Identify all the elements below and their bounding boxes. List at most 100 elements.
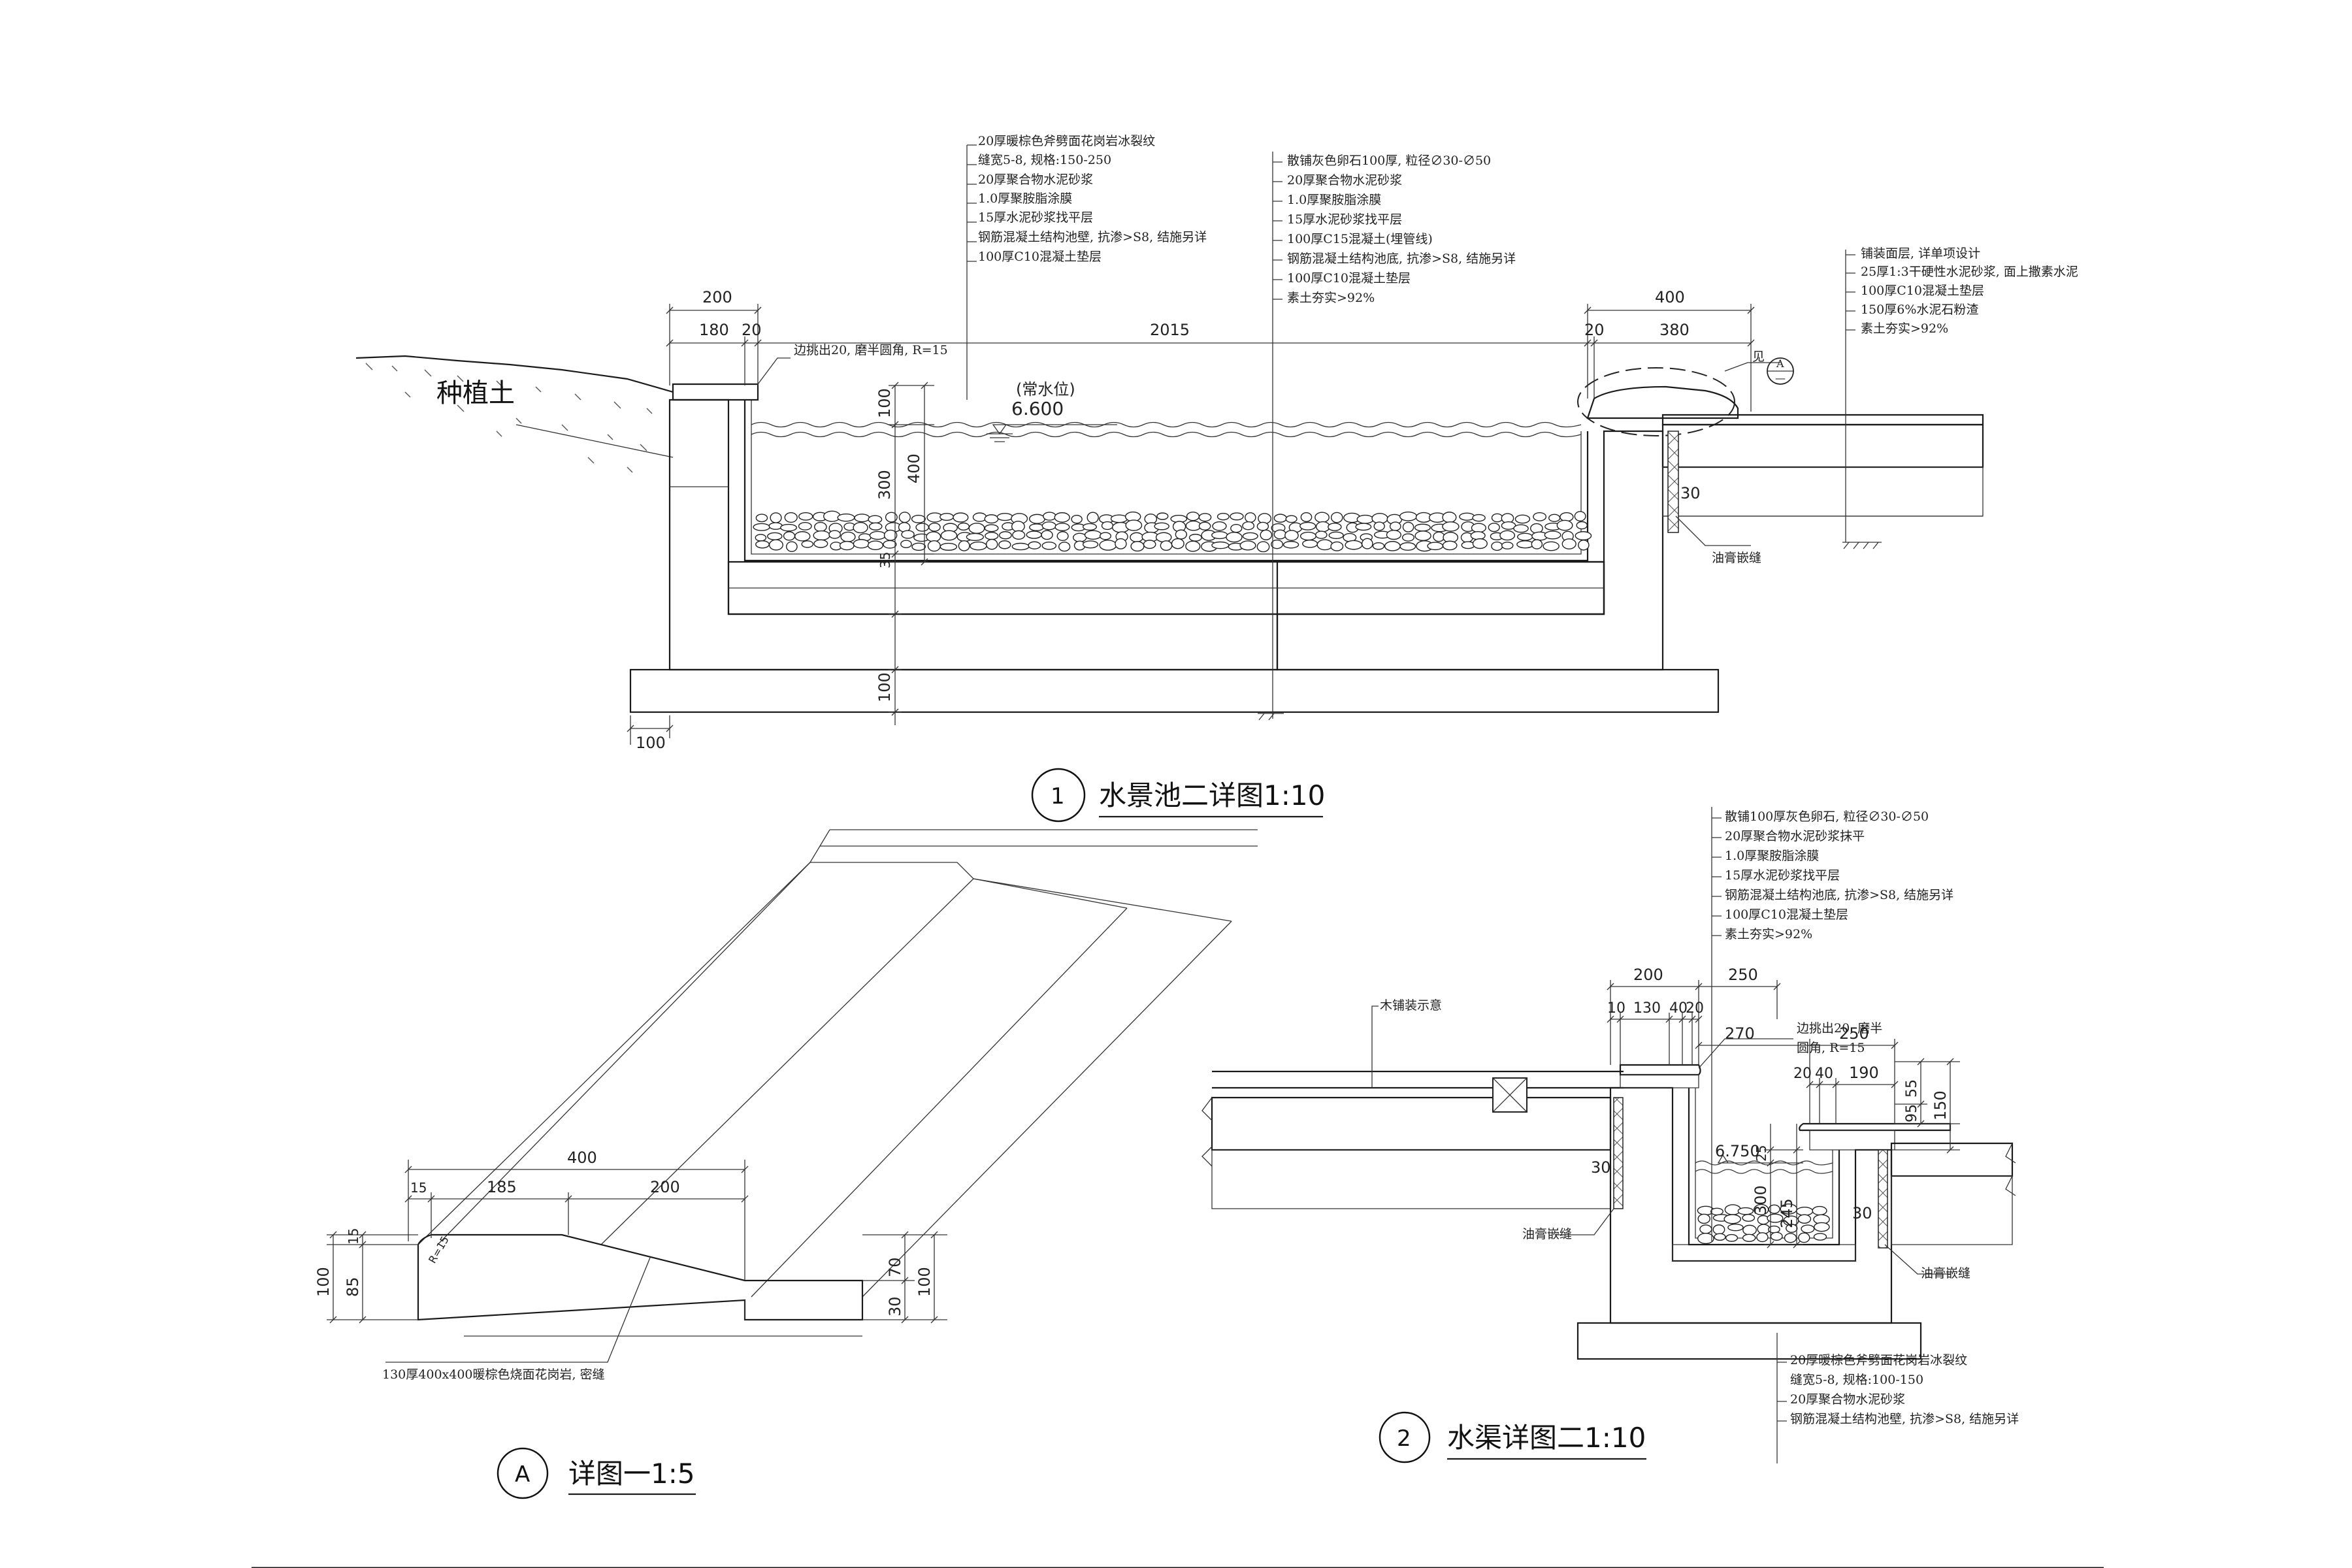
pool-base-slab (629, 668, 1720, 713)
pebble (1574, 511, 1586, 522)
dim-d2-v150: 150 (1931, 1090, 1950, 1120)
pebble (1414, 523, 1431, 532)
pebble (1710, 1207, 1723, 1216)
pebble (1041, 542, 1057, 550)
pebble (1028, 514, 1045, 524)
pebble (1402, 521, 1414, 532)
note-d2-bottom-4: 钢筋混凝土结构池壁, 抗渗>S8, 结施另详 (1790, 1412, 2019, 1426)
pebble (869, 531, 887, 540)
dim-180: 180 (699, 321, 729, 339)
note-d2-bottom-1: 20厚暖棕色斧劈面花岗岩冰裂纹 (1790, 1353, 1967, 1367)
pebble (1516, 540, 1534, 549)
detail-a-callout-ellipse (1577, 367, 1735, 436)
note-left-2: 缝宽5-8, 规格:150-250 (978, 153, 1111, 167)
pebble (998, 540, 1011, 549)
dim-380: 380 (1659, 321, 1690, 339)
pebble (1768, 1204, 1780, 1214)
note-d2-top-5: 钢筋混凝土结构池底, 抗渗>S8, 结施另详 (1725, 888, 1953, 902)
pebble (1315, 512, 1330, 523)
pebble (1217, 512, 1230, 521)
pebble (939, 542, 958, 551)
pebble (853, 522, 868, 534)
detail-1-section: 种植土 (常水 (355, 134, 2078, 823)
pebble (1372, 542, 1385, 550)
pebble (837, 513, 855, 522)
pebble (1211, 541, 1230, 549)
note-mid-6: 钢筋混凝土结构池底, 抗渗>S8, 结施另详 (1287, 252, 1516, 266)
note-mid-3: 1.0厚聚胺脂涂膜 (1287, 193, 1381, 207)
pebble (996, 513, 1013, 521)
edge-note-d2-1: 边挑出20, 磨半 (1797, 1021, 1882, 1036)
pebble (1073, 532, 1087, 542)
pebble (1185, 540, 1201, 552)
detail-2-title: 水渠详图二1:10 (1447, 1422, 1646, 1454)
pebble (1160, 540, 1173, 551)
pebble (1328, 523, 1342, 531)
pebble (985, 538, 998, 550)
pebble (755, 534, 767, 542)
detail-a-note: 130厚400x400暖棕色烧面花岗岩, 密缝 (382, 1367, 605, 1382)
pebble (1414, 531, 1431, 542)
pebble (968, 523, 985, 534)
edge-note-d2-2: 圆角, R=15 (1797, 1041, 1865, 1055)
pebble (867, 540, 884, 551)
dim-400: 400 (1655, 288, 1685, 306)
pebble (1185, 520, 1201, 531)
channel-left-coping (1619, 1064, 1701, 1076)
right-coping-stone (1586, 385, 1739, 419)
pebble (1273, 514, 1287, 523)
pebble (1143, 540, 1156, 549)
pebble (1242, 521, 1255, 531)
pebble (984, 514, 999, 524)
see-label: 见 (1752, 350, 1765, 364)
pebble (898, 512, 911, 523)
pebble (1239, 540, 1256, 551)
pebble (1514, 514, 1531, 524)
pebble (1556, 519, 1573, 531)
note-left-6: 钢筋混凝土结构池壁, 抗渗>S8, 结施另详 (978, 230, 1207, 244)
pebble (1299, 531, 1316, 541)
planting-soil (355, 355, 674, 473)
pebble (998, 531, 1012, 540)
pebble (1361, 538, 1373, 549)
note-d2-top-3: 1.0厚聚胺脂涂膜 (1725, 849, 1819, 863)
pebble (1054, 512, 1070, 523)
note-left-7: 100厚C10混凝土垫层 (978, 250, 1102, 264)
dim-a-200: 200 (650, 1178, 680, 1196)
pebble (1256, 541, 1270, 553)
detail-2-symbol-circle (1379, 1411, 1431, 1463)
note-left-4: 1.0厚聚胺脂涂膜 (978, 191, 1072, 206)
pebble (883, 540, 897, 549)
ground-symbol (1258, 542, 1882, 721)
pebble (1212, 521, 1227, 531)
pebble (984, 524, 999, 532)
pebble (1328, 531, 1344, 540)
pebble (1578, 540, 1590, 551)
dim-d2-250: 250 (1728, 966, 1758, 984)
oil-joint-d2-left: 油膏嵌缝 (1522, 1226, 1572, 1241)
dim-d2-10: 10 (1607, 1000, 1625, 1017)
pebble (1300, 512, 1313, 523)
pebble (1099, 540, 1117, 551)
pebble (1245, 512, 1256, 523)
pebble (1130, 541, 1145, 552)
dim-d2-250b: 250 (1839, 1024, 1869, 1043)
dim-a-v30: 30 (886, 1296, 904, 1316)
pebble (767, 532, 783, 540)
pebble (1384, 541, 1401, 551)
pebble (1084, 530, 1102, 540)
pebble (1198, 521, 1211, 531)
pebble (1742, 1233, 1756, 1242)
pebble (1714, 1233, 1726, 1241)
pool-bottom-hatch (1276, 561, 1605, 615)
pebble (1737, 1207, 1754, 1215)
pebble (1471, 523, 1486, 533)
oil-joint-d1: 油膏嵌缝 (1712, 550, 1761, 565)
pebble (1011, 542, 1030, 551)
note-right-2: 25厚1:3干硬性水泥砂浆, 面上撒素水泥 (1861, 265, 2078, 279)
pebble (1433, 531, 1445, 542)
pebble (940, 530, 958, 541)
note-left-1: 20厚暖棕色斧劈面花岗岩冰裂纹 (978, 134, 1155, 148)
granite-block (417, 1233, 864, 1321)
left-coping-stone (672, 383, 759, 401)
